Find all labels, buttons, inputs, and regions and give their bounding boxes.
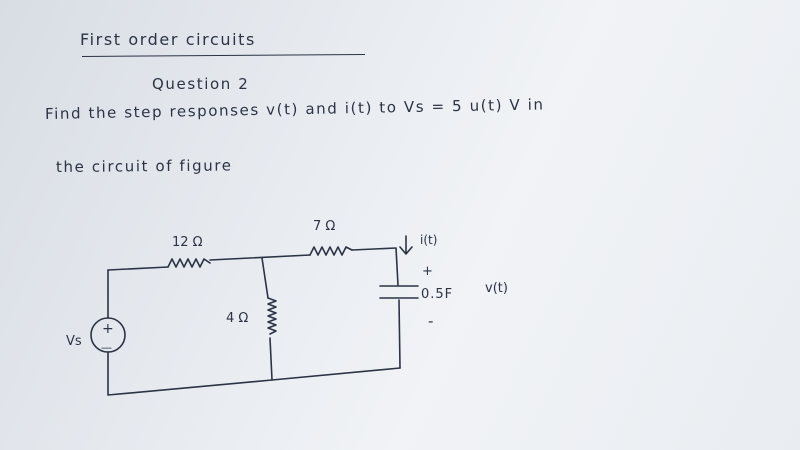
voltage-source-circle [90, 317, 126, 353]
resistor-12-ohm [167, 258, 211, 268]
capacitor-minus-sign: - [428, 312, 433, 330]
resistor-4-ohm-label: 4 Ω [226, 311, 248, 326]
wire-node-down [261, 257, 269, 299]
capacitor-value-label: 0.5F [421, 287, 453, 302]
wire-r3-bottom [269, 337, 273, 381]
source-plus-sign: + [102, 321, 114, 337]
question-number: Question 2 [152, 75, 250, 93]
resistor-4-ohm [267, 297, 277, 335]
wire-cap-bottom [398, 299, 401, 369]
wire-top-left-horizontal [107, 266, 169, 271]
resistor-12-ohm-label: 12 Ω [172, 235, 203, 250]
resistor-7-ohm [309, 246, 353, 256]
resistor-7-ohm-label: 7 Ω [313, 219, 335, 234]
wire-between-resistors [209, 254, 311, 261]
source-minus-sign: — [101, 341, 112, 354]
capacitor-plus-sign: + [422, 264, 433, 279]
source-label: Vs [66, 334, 82, 349]
current-label: i(t) [420, 233, 437, 247]
wire-r2-to-cap [351, 247, 399, 286]
page-title: First order circuits [80, 30, 256, 49]
current-arrow-icon [399, 235, 413, 255]
capacitor-voltage-label: v(t) [485, 281, 508, 296]
wire-source-bottom [107, 351, 401, 396]
